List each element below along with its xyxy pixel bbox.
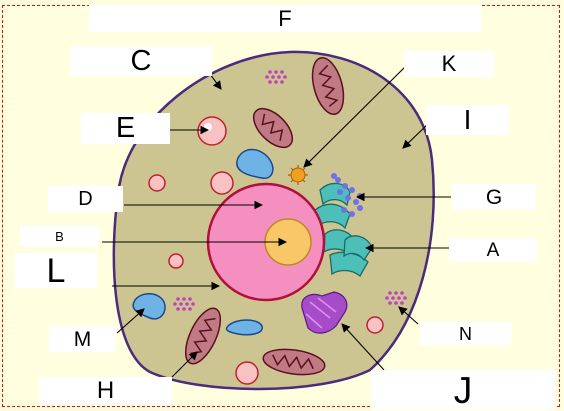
mitochondrion xyxy=(262,348,326,376)
vesicle xyxy=(236,148,274,179)
label-n: N xyxy=(420,322,511,345)
label-l: L xyxy=(15,253,97,288)
diagram-title: F xyxy=(89,5,481,32)
label-g: G xyxy=(452,184,536,210)
label-m: M xyxy=(49,326,116,352)
label-j: J xyxy=(371,370,555,410)
leader-line-n xyxy=(398,306,419,325)
lysosome xyxy=(366,316,384,334)
lysosome xyxy=(210,171,234,195)
label-h: H xyxy=(39,377,172,405)
label-e: E xyxy=(81,113,170,144)
label-i: I xyxy=(426,105,509,135)
mitochondrion xyxy=(184,307,222,365)
vesicle xyxy=(225,319,263,336)
leader-line-c xyxy=(209,73,222,90)
label-d: D xyxy=(48,186,123,212)
leader-line-i xyxy=(402,123,429,149)
ribosome-cluster xyxy=(385,291,407,305)
lysosome xyxy=(148,174,166,192)
leader-line-k xyxy=(303,65,407,168)
mitochondrion xyxy=(311,57,345,115)
ribosome-cluster xyxy=(173,297,195,311)
leader-line-h xyxy=(171,351,198,378)
ribosome-cluster xyxy=(265,70,287,84)
lysosome xyxy=(168,253,184,269)
endoplasmic-reticulum xyxy=(301,291,348,334)
centrosome xyxy=(288,165,308,185)
mitochondrion xyxy=(252,107,294,149)
leader-line-m xyxy=(116,308,145,334)
leader-line-j xyxy=(341,323,385,371)
lysosome xyxy=(235,361,259,385)
golgi-apparatus xyxy=(314,182,373,277)
label-c: C xyxy=(70,46,212,76)
label-k: K xyxy=(404,51,494,77)
label-b: B xyxy=(20,226,99,247)
label-a: A xyxy=(449,238,537,262)
leader-lines xyxy=(102,65,451,378)
lysosome xyxy=(197,116,227,146)
